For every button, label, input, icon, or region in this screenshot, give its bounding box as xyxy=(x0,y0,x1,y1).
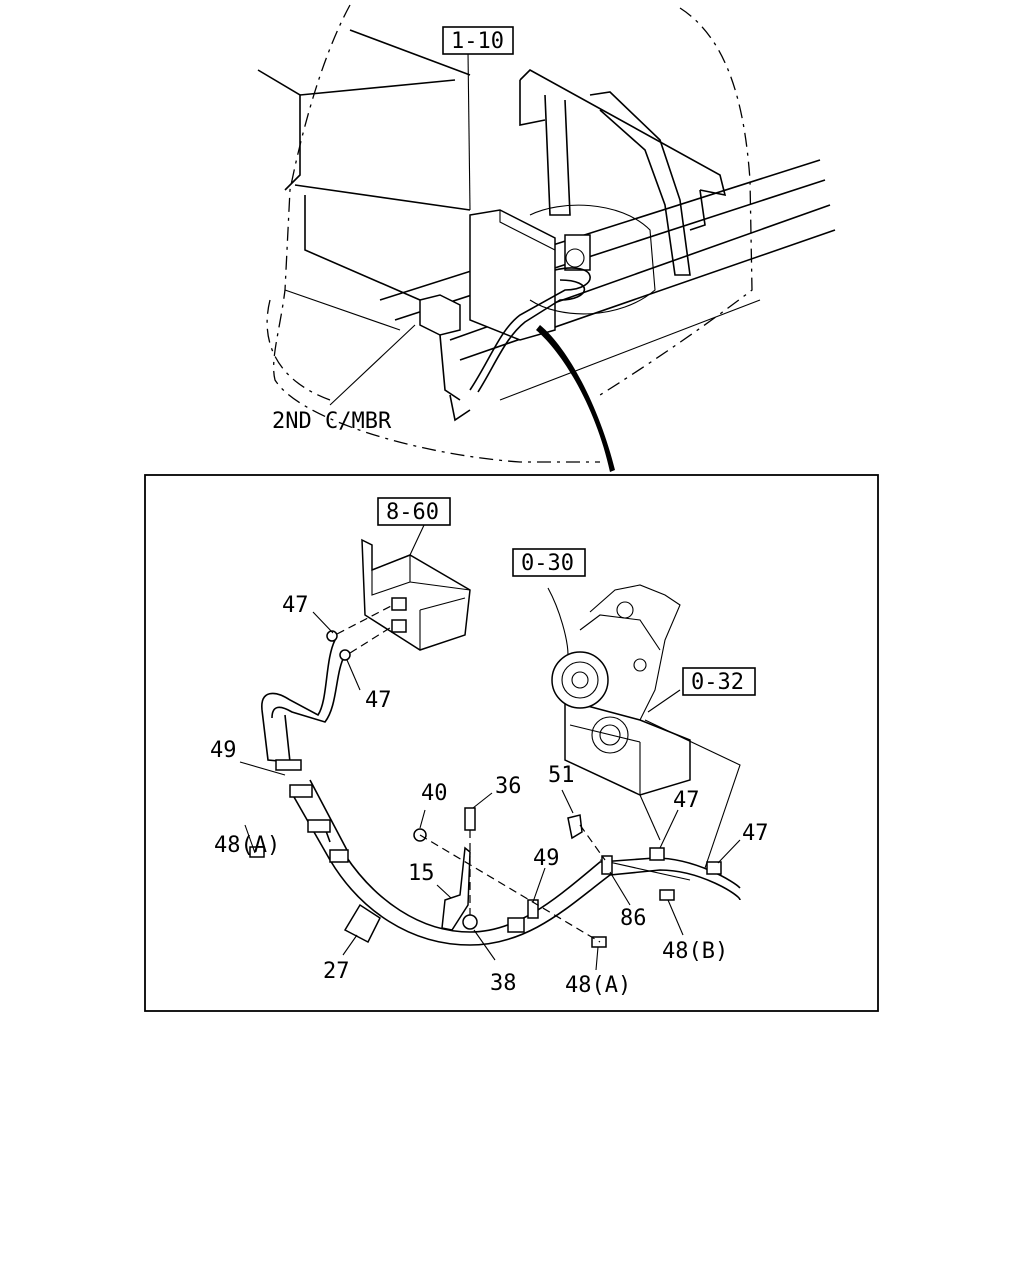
callout-49-left: 49 xyxy=(210,738,237,763)
callout-48b: 48(B) xyxy=(662,939,728,964)
heater-unit xyxy=(361,522,471,651)
engine-block xyxy=(547,584,691,796)
callout-leaders xyxy=(239,611,741,971)
callout-51: 51 xyxy=(548,763,575,788)
ref-box-1-10: 1-10 xyxy=(442,26,514,55)
ref-label-0-32: 0-32 xyxy=(691,670,744,695)
chassis-overview xyxy=(257,4,836,472)
callout-47-right-b: 47 xyxy=(742,821,769,846)
callout-15: 15 xyxy=(408,861,435,886)
callout-47-upper: 47 xyxy=(282,593,309,618)
callout-48a-right: 48(A) xyxy=(565,973,631,998)
ref-label-0-30: 0-30 xyxy=(521,551,574,576)
ref-label-1-10: 1-10 xyxy=(451,29,504,54)
callout-86: 86 xyxy=(620,906,647,931)
callout-38: 38 xyxy=(490,971,517,996)
callout-27: 27 xyxy=(323,959,350,984)
detail-frame xyxy=(144,474,879,1012)
ref-box-0-32: 0-32 xyxy=(682,667,756,696)
callout-47-right-a: 47 xyxy=(673,788,700,813)
crossmember-label: 2ND C/MBR xyxy=(272,409,392,434)
callout-47-lower: 47 xyxy=(365,688,392,713)
ref-box-8-60: 8-60 xyxy=(377,497,451,526)
callout-40: 40 xyxy=(421,781,448,806)
callout-49-right: 49 xyxy=(533,846,560,871)
ref-box-0-30: 0-30 xyxy=(512,548,586,577)
callout-48a-left: 48(A) xyxy=(214,833,280,858)
callouts: 47 47 49 48(A) 40 36 51 15 49 86 27 38 4… xyxy=(210,593,769,998)
ref-label-8-60: 8-60 xyxy=(386,500,439,525)
callout-36: 36 xyxy=(495,774,522,799)
heater-hose-assembly xyxy=(249,604,741,948)
